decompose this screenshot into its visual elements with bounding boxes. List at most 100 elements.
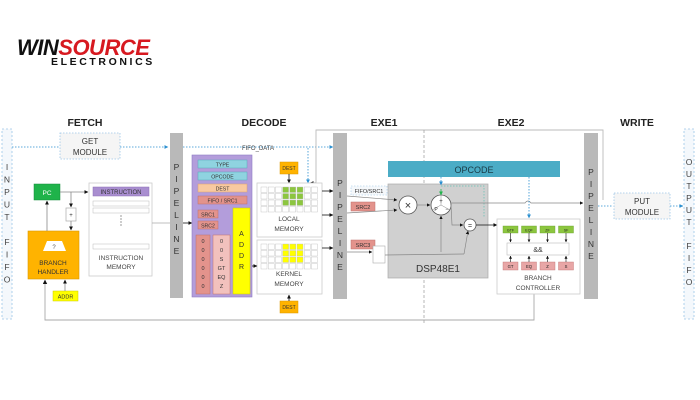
memory-cell [304,243,311,250]
memory-cell [304,263,311,270]
flag-label: Z [546,264,549,269]
memory-cell [289,256,296,263]
output-fifo-letter: U [686,169,692,179]
decode-field-label: TYPE [216,162,230,168]
memory-cell [296,263,304,270]
dest-bottom-label: DEST [282,305,295,311]
flag-col1-value: 0 [201,266,204,272]
memory-cell [289,206,296,213]
branch-handler-label-1: BRANCH [39,260,67,267]
memory-cell [311,193,318,200]
memory-cell [275,186,282,193]
src2-field [197,220,219,230]
decode-field-opcode [197,171,248,181]
opcode-label: OPCODE [454,165,493,175]
addr-letter: A [239,231,244,238]
decode-field-type [197,159,248,169]
logo-tagline: ELECTRONICS [51,56,155,68]
flag-label: GTF [507,229,515,233]
pipeline-2-letter: L [338,226,343,236]
pipeline-2-letter: I [339,238,341,248]
memory-cell [282,256,289,263]
addr-letter: R [239,264,244,271]
get-module-label-2: MODULE [73,148,107,157]
flag-label: EQF [525,229,533,233]
pipeline-1-letter: P [174,186,180,196]
pipeline-1-letter: I [175,174,177,184]
memory-cell [289,263,296,270]
decode-field-fifo-src1 [197,195,248,205]
pc-label: PC [42,190,51,197]
input-fifo-letter: P [4,187,10,197]
pipeline-3-letter: E [588,203,594,213]
memory-cell [296,256,304,263]
flags-col-2 [212,234,231,295]
memory-cell [289,186,296,193]
src3-input [350,239,376,250]
output-fifo-letter: U [686,205,692,215]
output-fifo-letter: O [686,277,693,287]
memory-cell [304,199,311,206]
multiplier-symbol: × [405,200,411,212]
dsp48e1-label: DSP48E1 [416,264,460,275]
get-module [59,132,121,160]
input-fifo-letter: U [4,200,10,210]
memory-cell [311,256,318,263]
pipeline-2-letter: E [337,262,343,272]
src2-label: SRC2 [201,224,215,230]
memory-cell [275,193,282,200]
memory-cell [260,250,268,257]
flag-col1-value: 0 [201,284,204,290]
instruction-memory [88,182,153,277]
fifo-src1-input [350,185,388,196]
pipeline-3-letter: L [589,215,594,225]
instruction-memory-label-1: INSTRUCTION [99,255,144,262]
memory-cell [311,263,318,270]
pipeline-2-letter: N [337,250,343,260]
put-module-label-1: PUT [634,197,650,206]
src3-register [372,245,386,264]
input-fifo-letter: I [6,250,8,260]
alu-p: P [434,207,438,213]
memory-cell [296,250,304,257]
branch-handler-label-2: HANDLER [37,269,68,276]
memory-cell [289,243,296,250]
output-fifo-letter: O [686,157,693,167]
flag-col2-value: S [220,257,224,263]
flag-col1-value: 0 [201,248,204,254]
input-fifo-letter: I [6,162,8,172]
pipeline-1-letter: N [173,234,179,244]
src2-input-label: SRC2 [356,205,371,211]
memory-cell [296,186,304,193]
flag-col2-value: GT [218,266,226,272]
memory-cell [296,199,304,206]
memory-cell [311,250,318,257]
memory-cell [282,250,289,257]
fifo-src1-label: FIFO/SRC1 [355,189,384,195]
decode-field-label: DEST [216,186,231,192]
kernel-memory [256,239,323,295]
local-memory-label-2: MEMORY [274,226,304,233]
src1-label: SRC1 [201,213,215,219]
output-fifo-letter: F [686,265,691,275]
stage-exe1-label: EXE1 [371,117,398,129]
decode-field-label: OPCODE [211,174,234,180]
addr-input [52,290,79,302]
stage-write-label: WRITE [620,117,654,129]
flag-col2-value: Z [220,284,224,290]
memory-cell [275,256,282,263]
get-module-label-1: GET [82,137,99,146]
memory-cell [296,193,304,200]
local-memory [256,182,323,238]
memory-cell [275,199,282,206]
memory-cell [268,250,275,257]
put-module-label-2: MODULE [625,208,659,217]
pipeline-2-letter: P [337,202,343,212]
addr-letter: D [239,253,244,260]
instruction-memory-label-2: MEMORY [106,264,136,271]
memory-cell [260,199,268,206]
alu-minus: − [445,207,449,213]
decode-field-dest [197,183,248,193]
